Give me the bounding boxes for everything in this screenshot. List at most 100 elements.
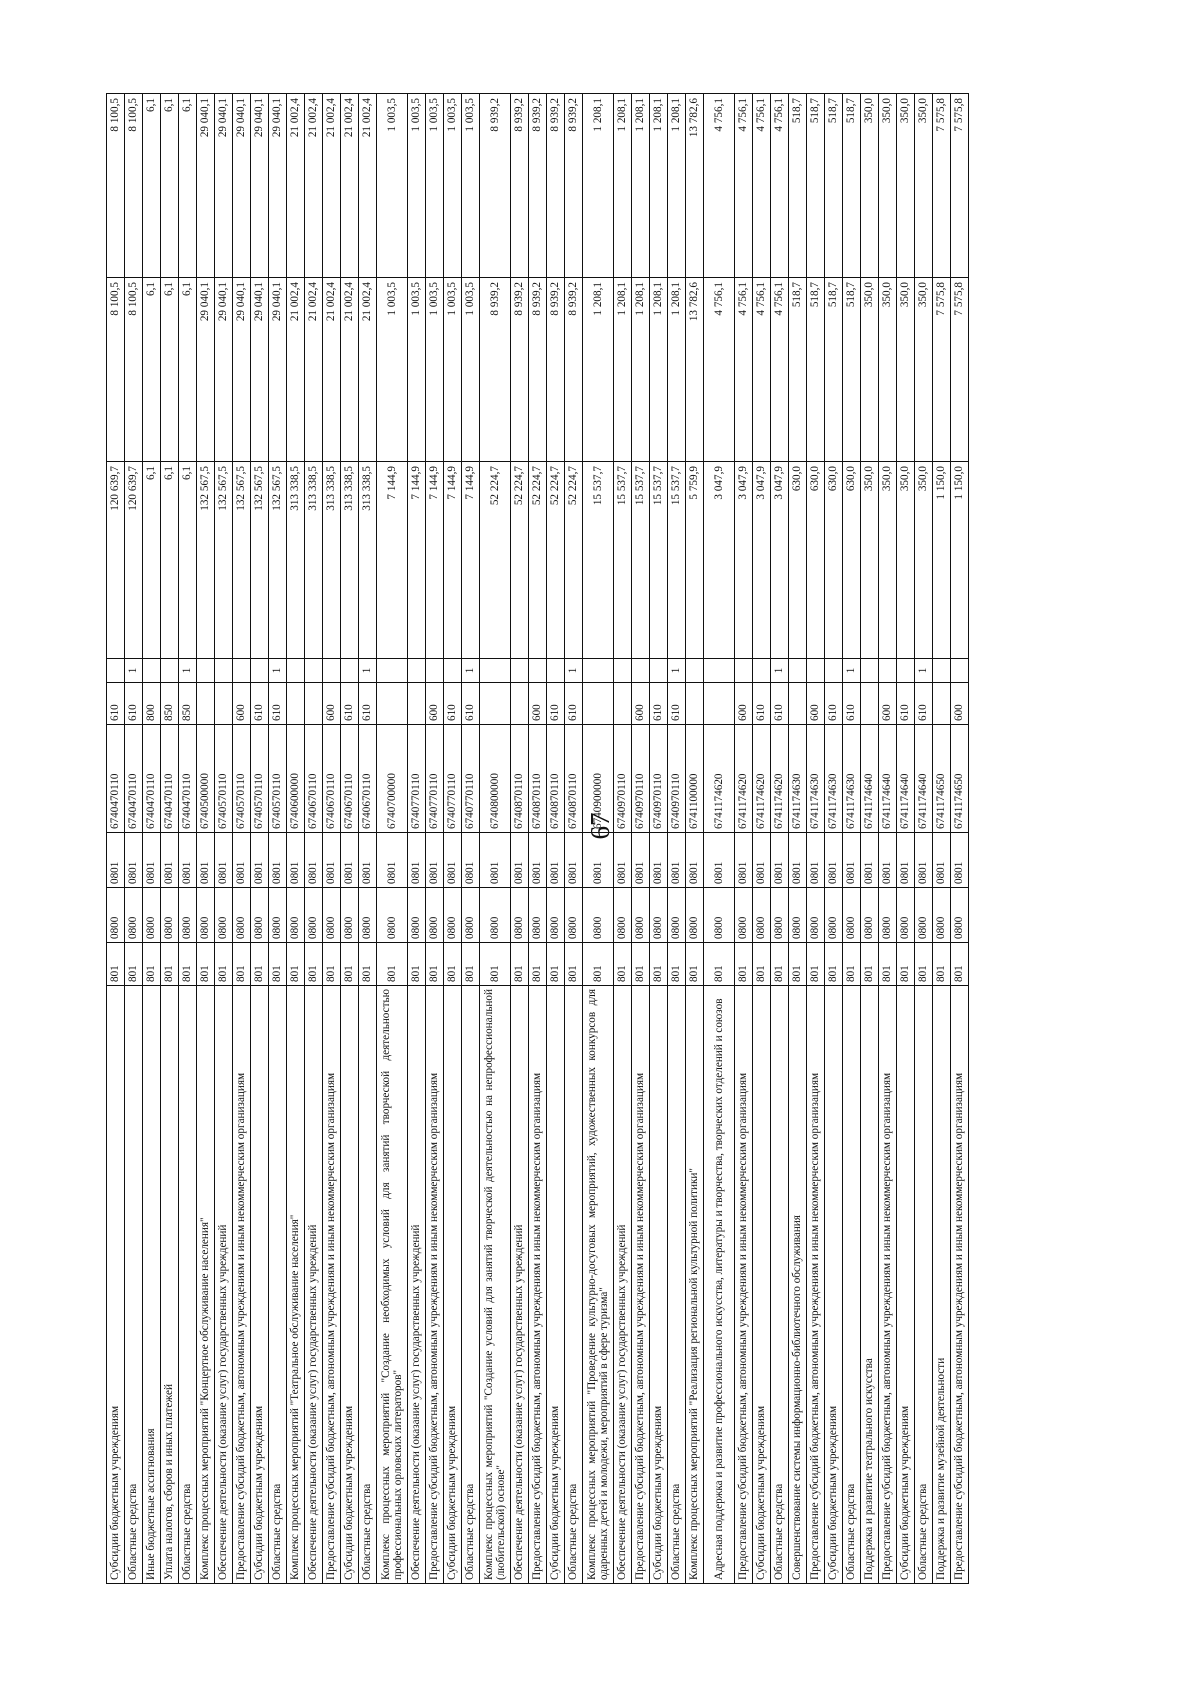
subsection-code-cell: 0801 <box>528 832 547 888</box>
target-article-cell: 6740970110 <box>613 724 632 833</box>
amount-3-cell: 1 003,5 <box>407 93 426 278</box>
section-code-cell: 0800 <box>124 887 143 943</box>
funding-source-cell <box>510 658 529 683</box>
target-article-cell: 6740570110 <box>250 724 269 833</box>
section-code-cell: 0800 <box>770 887 789 943</box>
amount-3-cell: 8 939,2 <box>528 93 547 278</box>
table-row: Комплекс процессных мероприятий "Концерт… <box>196 93 215 1584</box>
item-name-cell: Комплекс процессных мероприятий "Создани… <box>376 985 408 1584</box>
item-name-cell: Уплата налогов, сборов и иных платежей <box>160 985 179 1584</box>
section-code-cell: 0800 <box>232 887 251 943</box>
target-article-cell: 6741174620 <box>703 724 735 833</box>
expense-type-cell: 610 <box>340 682 359 725</box>
funding-source-cell: 1 <box>564 658 583 683</box>
target-article-cell: 6741174640 <box>860 724 879 833</box>
amount-3-cell: 350,0 <box>860 93 879 278</box>
item-name-cell: Совершенствование системы информационно-… <box>788 985 807 1584</box>
item-name-cell: Областные средства <box>358 985 377 1584</box>
subsection-code-cell: 0801 <box>510 832 529 888</box>
funding-source-cell: 1 <box>358 658 377 683</box>
item-name-cell: Обеспечение деятельности (оказание услуг… <box>613 985 632 1584</box>
item-name-cell: Обеспечение деятельности (оказание услуг… <box>510 985 529 1584</box>
section-code-cell: 0800 <box>268 887 287 943</box>
target-article-cell: 6740870110 <box>528 724 547 833</box>
funding-source-cell: 1 <box>268 658 287 683</box>
section-code-cell: 0800 <box>376 887 408 943</box>
table-row: Комплекс процессных мероприятий "Создани… <box>376 93 408 1584</box>
subsection-code-cell: 0801 <box>950 832 969 888</box>
section-code-cell: 0800 <box>250 887 269 943</box>
subsection-code-cell: 0801 <box>124 832 143 888</box>
amount-2-cell: 6,1 <box>178 277 197 462</box>
amount-1-cell: 7 144,9 <box>461 461 480 659</box>
target-article-cell: 6740770110 <box>461 724 480 833</box>
section-code-cell: 0800 <box>914 887 933 943</box>
amount-1-cell: 350,0 <box>896 461 915 659</box>
amount-3-cell: 1 003,5 <box>425 93 444 278</box>
section-code-cell: 0800 <box>878 887 897 943</box>
amount-3-cell: 4 756,1 <box>734 93 753 278</box>
item-name-cell: Областные средства <box>914 985 933 1584</box>
target-article-cell: 6741100000 <box>685 724 704 833</box>
item-name-cell: Поддержка и развитие музейной деятельнос… <box>932 985 951 1584</box>
target-article-cell: 6740500000 <box>196 724 215 833</box>
subsection-code-cell: 0801 <box>860 832 879 888</box>
amount-1-cell: 7 144,9 <box>407 461 426 659</box>
subsection-code-cell: 0801 <box>250 832 269 888</box>
section-code-cell: 0800 <box>178 887 197 943</box>
subsection-code-cell: 0801 <box>407 832 426 888</box>
target-article-cell: 6740600000 <box>286 724 305 833</box>
ministry-code-cell: 801 <box>806 942 825 986</box>
ministry-code-cell: 801 <box>214 942 233 986</box>
funding-source-cell <box>196 658 215 683</box>
item-name-cell: Областные средства <box>178 985 197 1584</box>
amount-2-cell: 21 002,4 <box>304 277 323 462</box>
ministry-code-cell: 801 <box>322 942 341 986</box>
amount-3-cell: 13 782,6 <box>685 93 704 278</box>
target-article-cell: 6740770110 <box>425 724 444 833</box>
ministry-code-cell: 801 <box>667 942 686 986</box>
subsection-code-cell: 0801 <box>214 832 233 888</box>
target-article-cell: 6740470110 <box>160 724 179 833</box>
ministry-code-cell: 801 <box>914 942 933 986</box>
item-name-cell: Областные средства <box>770 985 789 1584</box>
amount-1-cell: 132 567,5 <box>250 461 269 659</box>
subsection-code-cell: 0801 <box>685 832 704 888</box>
amount-1-cell: 52 224,7 <box>564 461 583 659</box>
target-article-cell: 6740670110 <box>322 724 341 833</box>
funding-source-cell <box>752 658 771 683</box>
subsection-code-cell: 0801 <box>196 832 215 888</box>
ministry-code-cell: 801 <box>685 942 704 986</box>
amount-2-cell: 8 939,2 <box>546 277 565 462</box>
section-code-cell: 0800 <box>510 887 529 943</box>
item-name-cell: Субсидии бюджетным учреждениям <box>106 985 125 1584</box>
item-name-cell: Областные средства <box>268 985 287 1584</box>
expense-type-cell <box>304 682 323 725</box>
subsection-code-cell: 0801 <box>286 832 305 888</box>
expense-type-cell: 600 <box>322 682 341 725</box>
table-row: Обеспечение деятельности (оказание услуг… <box>214 93 233 1584</box>
subsection-code-cell: 0801 <box>106 832 125 888</box>
target-article-cell: 6740470110 <box>106 724 125 833</box>
target-article-cell: 6740970110 <box>649 724 668 833</box>
expense-type-cell: 600 <box>806 682 825 725</box>
amount-3-cell: 1 003,5 <box>443 93 462 278</box>
target-article-cell: 6740700000 <box>376 724 408 833</box>
amount-1-cell: 7 144,9 <box>425 461 444 659</box>
table-row: Поддержка и развитие театрального искусс… <box>860 93 879 1584</box>
funding-source-cell <box>582 658 614 683</box>
amount-2-cell: 13 782,6 <box>685 277 704 462</box>
table-row: Предоставление субсидий бюджетным, автон… <box>631 93 650 1584</box>
section-code-cell: 0800 <box>142 887 161 943</box>
expense-type-cell <box>214 682 233 725</box>
expense-type-cell: 610 <box>564 682 583 725</box>
funding-source-cell <box>546 658 565 683</box>
expense-type-cell: 600 <box>232 682 251 725</box>
subsection-code-cell: 0801 <box>564 832 583 888</box>
funding-source-cell <box>286 658 305 683</box>
